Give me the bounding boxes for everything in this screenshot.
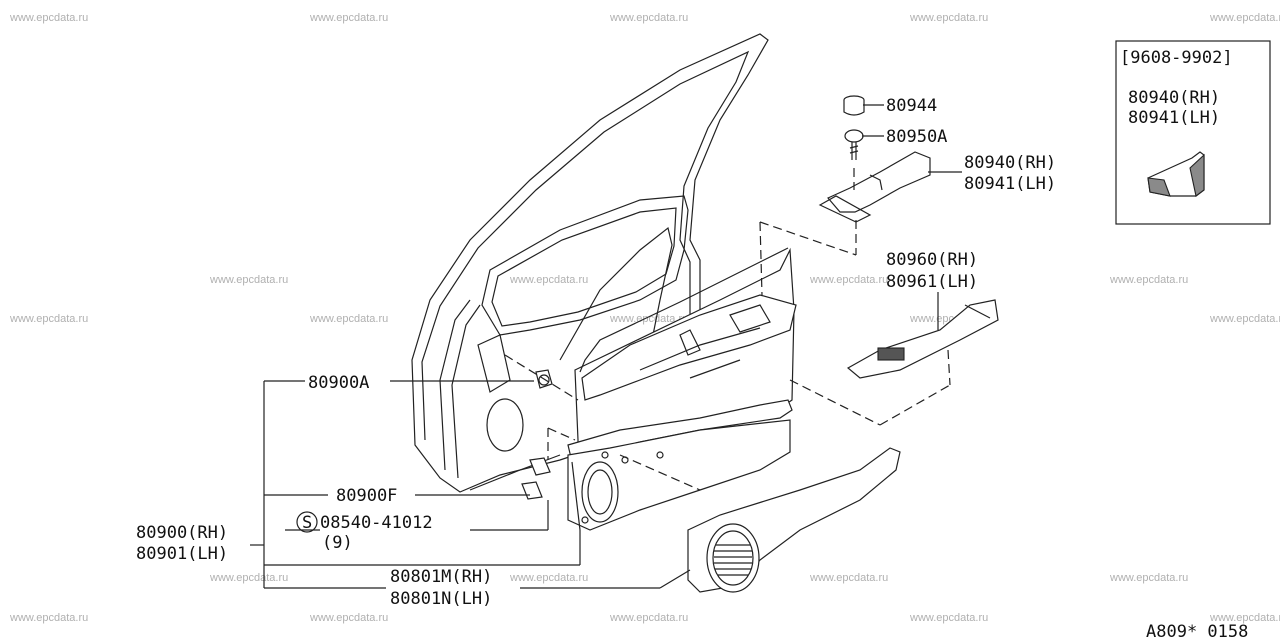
- watermark: www.epcdata.ru: [9, 612, 88, 624]
- label-80941: 80941(LH): [964, 174, 1056, 194]
- watermark: www.epcdata.ru: [1209, 612, 1280, 624]
- inset-box: [9608-9902] 80940(RH) 80941(LH): [1115, 40, 1271, 225]
- watermark: www.epcdata.ru: [209, 572, 288, 584]
- speaker-grille: [714, 544, 752, 576]
- label-80901: 80901(LH): [136, 544, 228, 564]
- watermark: www.epcdata.ru: [609, 313, 688, 325]
- label-80900a: 80900A: [308, 373, 369, 393]
- door-trim-panel-drawing: [567, 247, 797, 531]
- label-screw-qty: (9): [322, 533, 353, 553]
- label-screw-code: 08540-41012: [320, 513, 433, 533]
- watermark: www.epcdata.ru: [9, 12, 88, 24]
- diagram-code: A809* 0158: [1146, 622, 1248, 640]
- inset-part-rh: 80940(RH): [1128, 88, 1220, 108]
- label-80940: 80940(RH): [964, 153, 1056, 173]
- watermark: www.epcdata.ru: [1209, 12, 1280, 24]
- watermark: www.epcdata.ru: [509, 274, 588, 286]
- pull-handle-drawing: [818, 151, 931, 223]
- part-labels: 80944 80950A 80940(RH) 80941(LH) 80960(R…: [136, 96, 1248, 640]
- watermark: www.epcdata.ru: [609, 612, 688, 624]
- watermark: www.epcdata.ru: [9, 313, 88, 325]
- clip-drawing: [844, 129, 864, 160]
- watermark: www.epcdata.ru: [809, 572, 888, 584]
- watermark: www.epcdata.ru: [309, 612, 388, 624]
- label-80960: 80960(RH): [886, 250, 978, 270]
- fastener-80900f-upper: [529, 457, 551, 476]
- door-frame-drawing: [411, 33, 769, 493]
- label-80961: 80961(LH): [886, 272, 978, 292]
- label-80950a: 80950A: [886, 127, 947, 147]
- watermark: www.epcdata.ru: [809, 274, 888, 286]
- cap-drawing: [843, 95, 865, 116]
- fastener-80900f-lower: [521, 481, 543, 500]
- armrest-drawing: [846, 299, 999, 379]
- inset-part-lh: 80941(LH): [1128, 108, 1220, 128]
- watermark: www.epcdata.ru: [309, 313, 388, 325]
- label-80801n: 80801N(LH): [390, 589, 492, 609]
- watermark: www.epcdata.ru: [1209, 313, 1280, 325]
- label-80900: 80900(RH): [136, 523, 228, 543]
- watermark: www.epcdata.ru: [909, 12, 988, 24]
- watermark: www.epcdata.ru: [909, 612, 988, 624]
- screw-symbol: S: [302, 513, 312, 533]
- watermark: www.epcdata.ru: [609, 12, 688, 24]
- watermark: www.epcdata.ru: [209, 274, 288, 286]
- assembly-guides: [504, 168, 951, 491]
- label-80944: 80944: [886, 96, 937, 116]
- watermark-layer: www.epcdata.ru www.epcdata.ru www.epcdat…: [9, 12, 1280, 624]
- inset-date-range: [9608-9902]: [1120, 48, 1233, 68]
- map-pocket-drawing: [687, 447, 901, 593]
- watermark: www.epcdata.ru: [309, 12, 388, 24]
- watermark: www.epcdata.ru: [509, 572, 588, 584]
- watermark: www.epcdata.ru: [1109, 572, 1188, 584]
- leader-lines: [250, 104, 962, 589]
- label-80900f: 80900F: [336, 486, 397, 506]
- switch-window: [877, 347, 905, 361]
- label-80801m: 80801M(RH): [390, 567, 492, 587]
- watermark: www.epcdata.ru: [1109, 274, 1188, 286]
- screw-symbol-circle: [296, 511, 318, 533]
